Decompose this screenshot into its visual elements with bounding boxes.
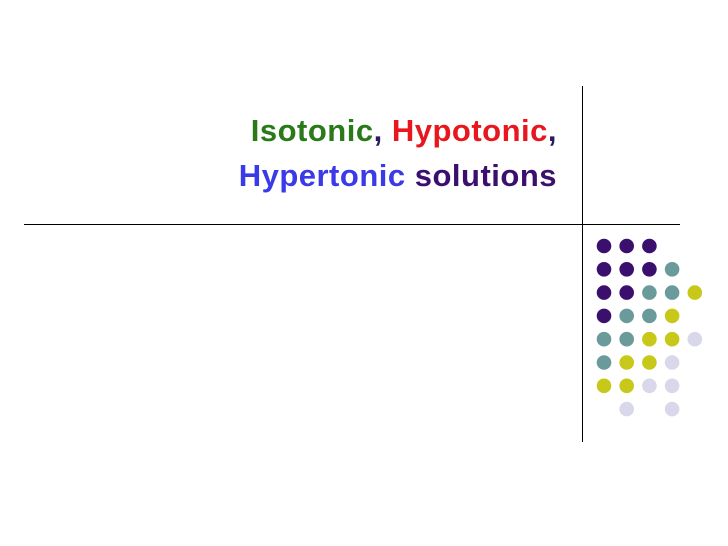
dot-teal (642, 308, 657, 324)
title-word-hypertonic: Hypertonic (238, 158, 406, 193)
vertical-divider (582, 86, 583, 442)
dot-purple (596, 262, 612, 277)
dot-teal (596, 355, 612, 370)
title-word-hypotonic: Hypotonic (391, 113, 548, 148)
title-word-isotonic: Isotonic (250, 113, 374, 148)
title-separator: , (547, 113, 557, 148)
dot-purple (619, 285, 634, 300)
dot-teal (642, 285, 657, 300)
dot-purple (619, 238, 634, 254)
slide-title: Isotonic, Hypotonic, Hypertonic solution… (137, 108, 557, 198)
dot-olive (619, 355, 634, 370)
dot-purple (596, 285, 612, 300)
dot-lavender (664, 401, 680, 417)
dot-lavender (664, 378, 680, 394)
dot-purple (596, 308, 612, 324)
dot-teal (596, 331, 612, 347)
dot-olive (687, 285, 703, 300)
dot-lavender (687, 331, 703, 347)
dot-teal (619, 331, 634, 347)
horizontal-divider (24, 224, 680, 225)
dot-olive (664, 308, 680, 324)
dot-olive (664, 331, 680, 347)
dot-purple (642, 238, 657, 254)
dot-olive (596, 378, 612, 394)
dot-purple (642, 262, 657, 277)
dot-purple (596, 238, 612, 254)
title-line-1: Isotonic, Hypotonic, (137, 108, 557, 153)
dot-olive (619, 378, 634, 394)
dot-purple (619, 262, 634, 277)
dot-lavender (619, 401, 634, 417)
dot-teal (664, 285, 680, 300)
title-word-solutions: solutions (405, 158, 557, 193)
dot-olive (642, 355, 657, 370)
dot-teal (619, 308, 634, 324)
title-separator: , (373, 113, 392, 148)
title-line-2: Hypertonic solutions (137, 153, 557, 198)
dot-lavender (664, 355, 680, 370)
dot-olive (642, 331, 657, 347)
dot-teal (664, 262, 680, 277)
dot-lavender (642, 378, 657, 394)
